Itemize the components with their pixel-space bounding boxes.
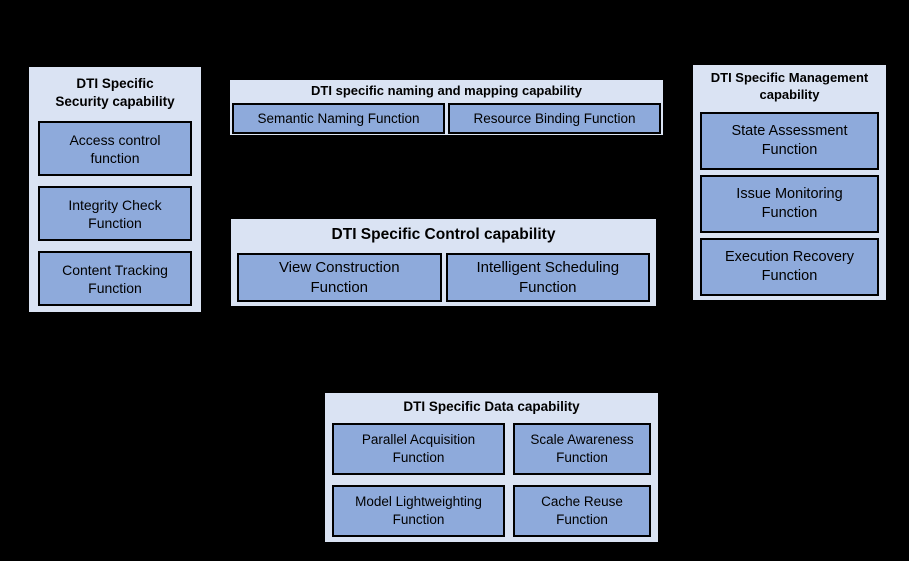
function-box-state-assessment: State Assessment Function [700,111,879,170]
data-capability-title: DTI Specific Data capability [403,399,580,414]
function-box-scale-awareness: Scale Awareness Function [513,422,651,475]
function-box-issue-monitoring: Issue Monitoring Function [700,174,879,233]
data-function-grid: Parallel Acquisition Function Scale Awar… [332,422,651,537]
function-box-integrity-check: Integrity Check Function [38,186,192,242]
function-box-execution-recovery: Execution Recovery Function [700,237,879,296]
naming-function-row: Semantic Naming Function Resource Bindin… [232,102,661,134]
control-capability-title: DTI Specific Control capability [331,226,556,243]
function-box-view-construction: View Construction Function [237,253,442,303]
function-box-cache-reuse: Cache Reuse Function [513,484,651,537]
function-box-semantic-naming: Semantic Naming Function [232,102,445,134]
naming-mapping-capability-group: DTI specific naming and mapping capabili… [228,78,665,137]
naming-mapping-capability-title: DTI specific naming and mapping capabili… [311,83,582,98]
function-box-parallel-acquisition: Parallel Acquisition Function [332,422,505,475]
control-function-row: View Construction Function Intelligent S… [237,253,650,303]
security-capability-group: DTI Specific Security capability Access … [27,65,203,314]
management-capability-group: DTI Specific Management capability State… [691,63,888,302]
function-box-resource-binding: Resource Binding Function [448,102,661,134]
function-box-model-lightweighting: Model Lightweighting Function [332,484,505,537]
function-box-intelligent-scheduling: Intelligent Scheduling Function [445,253,650,303]
data-capability-group: DTI Specific Data capability Parallel Ac… [323,391,660,544]
management-capability-title: DTI Specific Management capability [710,70,869,102]
function-box-content-tracking: Content Tracking Function [38,251,192,307]
control-capability-group: DTI Specific Control capability View Con… [229,217,658,308]
security-capability-title: DTI Specific Security capability [55,76,175,110]
function-box-access-control: Access control function [38,121,192,177]
